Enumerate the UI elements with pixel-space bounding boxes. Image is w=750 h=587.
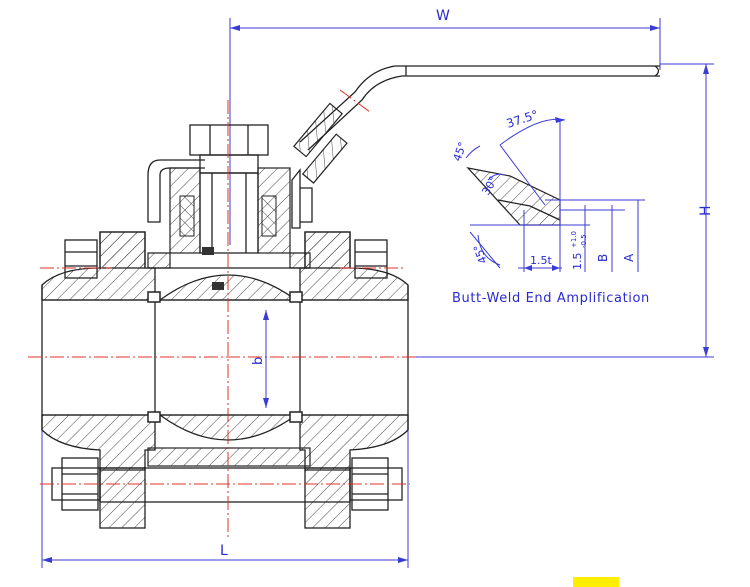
dimension-w: W [229, 8, 661, 245]
dim-b-label: b [251, 357, 266, 365]
dim-b-weld-label: B [596, 254, 610, 262]
dim-h-label: H [698, 205, 714, 216]
lever-handle [291, 65, 660, 229]
dimension-b: b [251, 310, 269, 408]
dimension-h: H [410, 63, 714, 358]
angle-45-top-label: 45° [451, 140, 470, 163]
centerlines [28, 100, 420, 540]
butt-weld-detail: 37.5° 45° 30° 45° 1.5t 1.5 +1.0 -0.5 B A… [451, 107, 650, 306]
dim-w-label: W [436, 8, 450, 24]
dim-1-5t-label: 1.5t [530, 254, 552, 267]
dim-a-label: A [622, 253, 636, 262]
stem-assembly [147, 124, 291, 290]
angle-37-label: 37.5° [505, 107, 540, 130]
bolts-bottom [51, 457, 403, 511]
body-top [147, 252, 311, 269]
dim-tol-sub: -0.5 [580, 234, 588, 248]
dim-l-label: L [220, 543, 228, 559]
dim-tol-label: 1.5 [571, 253, 584, 271]
bolts-top [64, 239, 388, 279]
highlight-marker [573, 577, 619, 587]
detail-caption: Butt-Weld End Amplification [452, 291, 650, 306]
dim-tol-sup: +1.0 [570, 231, 578, 248]
dimension-l: L [41, 420, 409, 568]
left-end-cap [41, 231, 156, 529]
angle-45-bottom-label: 45° [471, 243, 490, 266]
right-end-cap [299, 231, 409, 529]
